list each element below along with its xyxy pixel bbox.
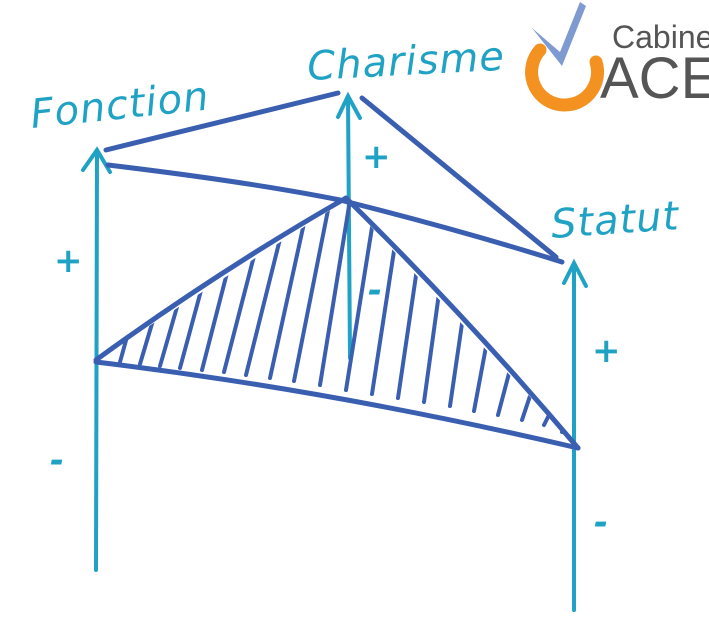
logo-text-cabinet: Cabinet [612, 19, 709, 55]
cabinet-ace-logo: Cabinet ACE [525, 2, 709, 112]
sign-minus-charisme: - [368, 271, 382, 311]
logo-mark-icon [525, 2, 605, 112]
axis-charisme-arrowhead [336, 91, 362, 120]
sign-minus-statut: - [594, 503, 608, 543]
sign-plus-charisme: + [362, 137, 391, 177]
axis-statut [562, 258, 588, 612]
axis-charisme-line [346, 96, 352, 360]
axis-label-statut: Statut [549, 193, 681, 248]
lower-profile-outline [93, 195, 581, 451]
axis-statut-arrowhead [562, 258, 588, 288]
sign-plus-fonction: + [54, 241, 83, 281]
logo-text-ace: ACE [600, 46, 709, 111]
axis-label-charisme: Charisme [306, 34, 506, 90]
logo-ring [525, 43, 605, 112]
upper-profile-right-edge [359, 95, 559, 260]
lower-profile-base-edge [93, 359, 581, 451]
axis-charisme [336, 91, 362, 360]
upper-profile-lower-edge [105, 162, 565, 265]
lower-profile-right-edge [343, 195, 581, 451]
lower-profile-left-edge [93, 195, 349, 363]
upper-profile-top-edge [103, 90, 341, 153]
sign-minus-fonction: - [50, 441, 64, 481]
logo-check-icon [532, 2, 586, 66]
sign-plus-statut: + [592, 331, 621, 371]
